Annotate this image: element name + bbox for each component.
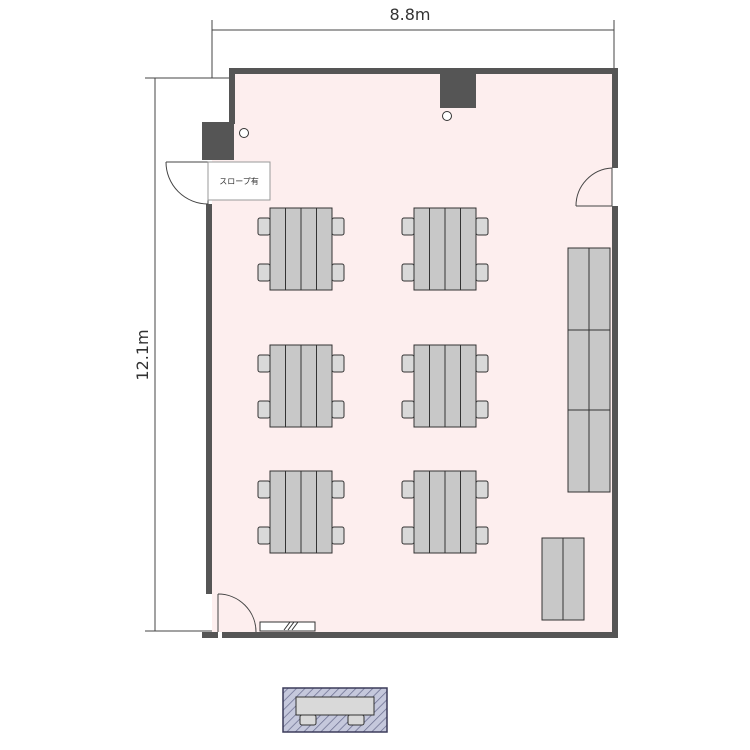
- desk: [269, 344, 286, 428]
- ramp-label: スロープ有: [219, 176, 259, 186]
- chair: [401, 480, 415, 499]
- desk: [413, 344, 430, 428]
- desk: [285, 207, 302, 291]
- chair: [257, 263, 271, 282]
- desk: [460, 470, 477, 554]
- desk: [316, 470, 333, 554]
- chair: [331, 526, 345, 545]
- floor-grate: [259, 621, 316, 632]
- height-label: 12.1m: [133, 329, 152, 380]
- desk: [285, 470, 302, 554]
- door-right: [575, 167, 613, 207]
- desk: [269, 470, 286, 554]
- door-bottom-left: [217, 593, 257, 633]
- desk: [429, 470, 446, 554]
- table-group-4: [401, 344, 489, 428]
- table-groups: [257, 207, 489, 554]
- chair: [401, 354, 415, 373]
- desk: [429, 344, 446, 428]
- desk: [413, 207, 430, 291]
- chair: [257, 217, 271, 236]
- desk: [269, 207, 286, 291]
- table-group-5: [257, 470, 345, 554]
- ramp-box: [207, 161, 271, 201]
- door-top-left: [165, 161, 209, 205]
- desk: [444, 344, 461, 428]
- chair: [401, 526, 415, 545]
- chair: [257, 400, 271, 419]
- table-group-6: [401, 470, 489, 554]
- chair: [475, 263, 489, 282]
- table-group-1: [257, 207, 345, 291]
- chair: [331, 400, 345, 419]
- width-label: 8.8m: [389, 5, 430, 24]
- outlet-icon: [239, 128, 249, 138]
- walls: [202, 68, 618, 638]
- side-counter-upper: [567, 247, 611, 493]
- chair: [475, 480, 489, 499]
- desk: [285, 344, 302, 428]
- desk: [444, 207, 461, 291]
- chair: [475, 217, 489, 236]
- legend-table-symbol: [282, 687, 388, 733]
- desk: [444, 470, 461, 554]
- chair: [331, 263, 345, 282]
- chair: [331, 217, 345, 236]
- desk: [429, 207, 446, 291]
- chair: [331, 480, 345, 499]
- chair: [331, 354, 345, 373]
- chair: [257, 526, 271, 545]
- desk: [300, 344, 317, 428]
- side-counter-lower: [541, 537, 585, 621]
- table-group-3: [257, 344, 345, 428]
- chair: [401, 217, 415, 236]
- outlet-icon: [442, 111, 452, 121]
- desk: [460, 344, 477, 428]
- desk: [316, 344, 333, 428]
- table-group-2: [401, 207, 489, 291]
- chair: [401, 263, 415, 282]
- chair: [475, 526, 489, 545]
- desk: [316, 207, 333, 291]
- chair: [257, 480, 271, 499]
- desk: [300, 470, 317, 554]
- desk: [300, 207, 317, 291]
- desk: [460, 207, 477, 291]
- desk: [413, 470, 430, 554]
- chair: [257, 354, 271, 373]
- chair: [475, 400, 489, 419]
- width-dimension: [211, 20, 615, 78]
- chair: [475, 354, 489, 373]
- chair: [401, 400, 415, 419]
- height-dimension: [145, 77, 230, 632]
